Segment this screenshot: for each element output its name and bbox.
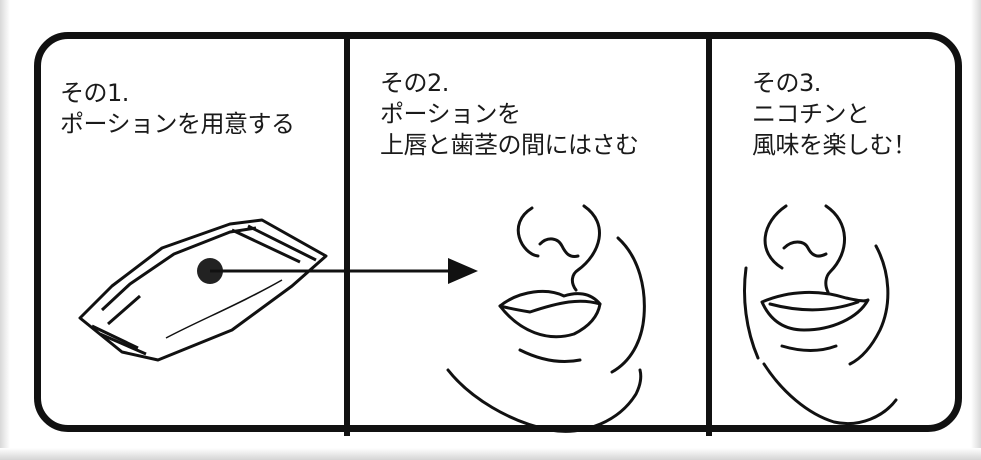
step-1-caption: その1. ポーションを用意する [60, 78, 295, 140]
step-3-line-2: 風味を楽しむ！ [752, 131, 917, 159]
step-2-line-2: 上唇と歯茎の間にはさむ [380, 131, 639, 159]
panel-divider-1 [344, 34, 350, 436]
step-2-caption: その2. ポーションを 上唇と歯茎の間にはさむ [380, 68, 639, 161]
step-3-caption: その3. ニコチンと 風味を楽しむ！ [752, 68, 917, 161]
panel-divider-2 [706, 34, 712, 436]
page-edge-shadow-bottom [0, 448, 981, 460]
page-edge-shadow-left [0, 0, 10, 460]
step-3-heading: その3. [752, 69, 821, 97]
step-2-heading: その2. [380, 69, 449, 97]
step-1-line-1: ポーションを用意する [60, 110, 295, 138]
step-3-line-1: ニコチンと [752, 100, 870, 128]
step-1-heading: その1. [60, 79, 129, 107]
page-edge-shadow-right [971, 0, 981, 460]
step-2-line-1: ポーションを [380, 100, 521, 128]
